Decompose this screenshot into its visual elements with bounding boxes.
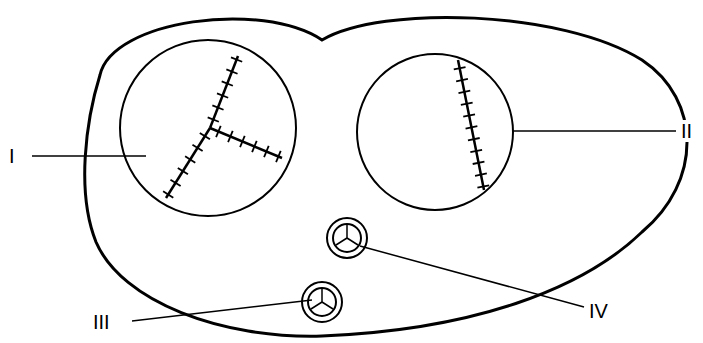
suture-tick <box>185 156 195 162</box>
aortic-valve <box>327 218 367 258</box>
leader-line <box>32 155 146 157</box>
suture-line <box>210 56 238 128</box>
mitral-valve <box>357 54 513 210</box>
suture-tick <box>466 126 478 128</box>
suture-tick <box>468 138 480 140</box>
suture-tick <box>231 57 242 61</box>
suture-tick <box>458 91 470 93</box>
suture-line <box>210 128 282 158</box>
suture-tick <box>216 126 221 137</box>
tricuspid-valve <box>120 40 296 216</box>
suture-line <box>166 128 210 198</box>
suture-tick <box>222 81 233 85</box>
suture-tick <box>463 114 475 116</box>
suture-tick <box>192 145 202 151</box>
suture-tick <box>473 162 485 164</box>
callout-label: II <box>680 120 693 142</box>
suture-tick <box>456 79 468 81</box>
suture-tick <box>252 141 257 152</box>
suture-tick <box>226 69 237 73</box>
leader-line <box>132 300 312 321</box>
suture-tick <box>454 67 466 69</box>
callout-label: I <box>8 145 16 167</box>
suture-tick <box>217 93 228 97</box>
suture-tick <box>212 105 223 109</box>
heart-outline <box>85 17 687 336</box>
suture-tick <box>264 146 269 157</box>
suture-tick <box>470 150 482 152</box>
leader-line <box>360 246 584 307</box>
suture-tick <box>461 103 473 105</box>
suture-tick <box>208 117 219 121</box>
suture-tick <box>200 133 210 139</box>
suture-tick <box>228 131 233 142</box>
suture-tick <box>170 180 180 186</box>
callout-label: IV <box>588 300 609 322</box>
suture-tick <box>240 136 245 147</box>
suture-tick <box>163 191 173 197</box>
callout-label: III <box>92 311 111 333</box>
leader-line <box>512 130 676 132</box>
pulmonary-valve <box>302 282 342 322</box>
suture-tick <box>178 168 188 174</box>
suture-tick <box>475 173 487 175</box>
suture-tick <box>276 151 281 162</box>
suture-tick <box>477 185 489 187</box>
